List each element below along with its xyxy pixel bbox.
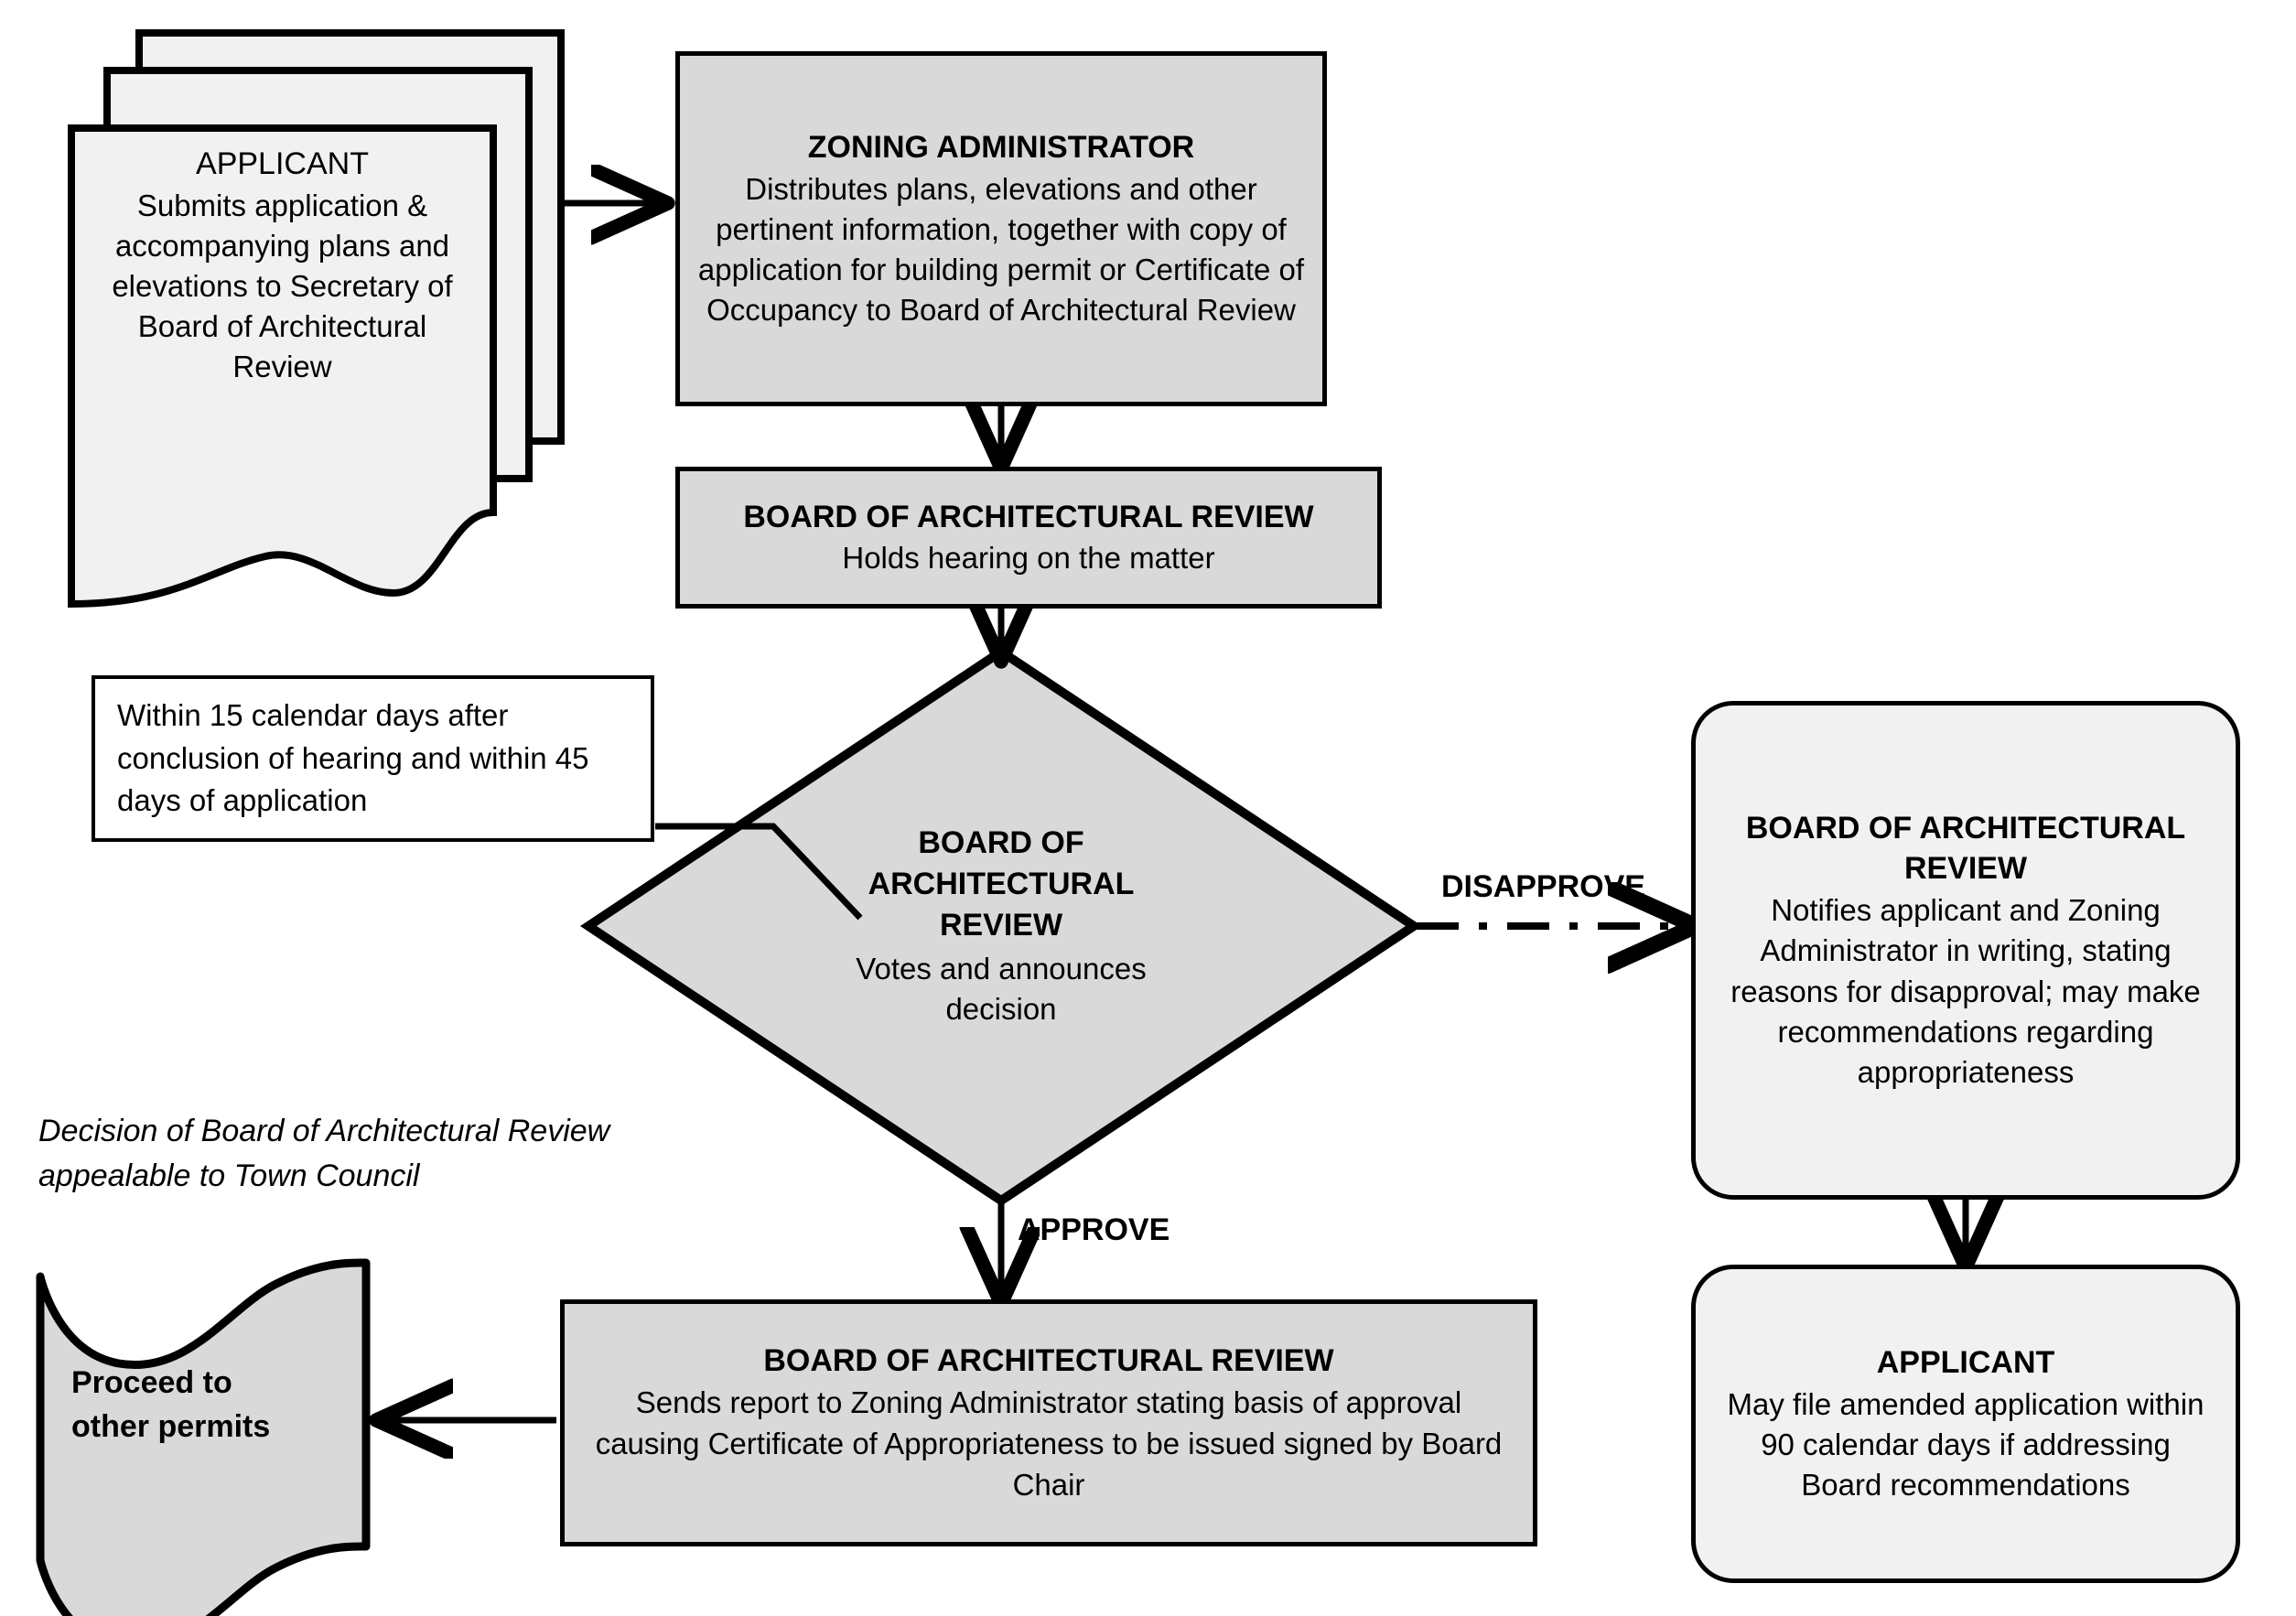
node-board-hearing-title: BOARD OF ARCHITECTURAL REVIEW	[743, 499, 1314, 534]
node-zoning-administrator[interactable]: ZONING ADMINISTRATOR Distributes plans, …	[675, 51, 1327, 406]
node-applicant-amend-body: May file amended application within 90 c…	[1727, 1386, 2204, 1503]
node-board-approve[interactable]: BOARD OF ARCHITECTURAL REVIEW Sends repo…	[560, 1299, 1537, 1546]
edge-label-disapprove: DISAPPROVE	[1441, 869, 1645, 904]
node-board-hearing-body: Holds hearing on the matter	[842, 541, 1215, 576]
node-applicant-submit-body: Submits application & accompanying plans…	[112, 189, 453, 383]
node-proceed-permits[interactable]: Proceed to other permits	[71, 1318, 318, 1492]
node-applicant-submit-title: APPLICANT	[196, 146, 369, 181]
node-zoning-administrator-body: Distributes plans, elevations and other …	[697, 172, 1305, 327]
node-appeal-note: Decision of Board of Architectural Revie…	[38, 1109, 752, 1200]
node-board-disapprove-title-line2: REVIEW	[1903, 850, 2028, 886]
node-board-disapprove-title-line1: BOARD OF ARCHITECTURAL	[1745, 810, 2186, 846]
node-board-decision-title-line3: REVIEW	[939, 907, 1063, 943]
node-board-decision-body: Votes and announces decision	[856, 952, 1147, 1027]
node-board-disapprove-body: Notifies applicant and Zoning Administra…	[1730, 893, 2201, 1090]
node-applicant-amend[interactable]: APPLICANT May file amended application w…	[1691, 1265, 2240, 1583]
node-board-approve-body: Sends report to Zoning Administrator sta…	[595, 1384, 1503, 1502]
node-board-decision-title-line2: ARCHITECTURAL	[868, 866, 1135, 901]
node-appeal-note-line1: Decision of Board of Architectural Revie…	[38, 1114, 610, 1148]
node-timing-note-body: Within 15 calendar days after conclusion…	[117, 697, 589, 818]
node-appeal-note-line2: appealable to Town Council	[38, 1158, 420, 1194]
node-applicant-amend-title: APPLICANT	[1876, 1344, 2055, 1380]
node-zoning-administrator-title: ZONING ADMINISTRATOR	[807, 130, 1195, 166]
node-board-decision-title-line1: BOARD OF	[918, 824, 1084, 860]
node-proceed-permits-title: Proceed to other permits	[71, 1364, 271, 1444]
node-timing-note: Within 15 calendar days after conclusion…	[92, 675, 654, 842]
node-board-hearing[interactable]: BOARD OF ARCHITECTURAL REVIEW Holds hear…	[675, 467, 1382, 609]
node-board-disapprove[interactable]: BOARD OF ARCHITECTURAL REVIEW Notifies a…	[1691, 701, 2240, 1200]
node-board-approve-title: BOARD OF ARCHITECTURAL REVIEW	[763, 1342, 1334, 1378]
node-applicant-submit[interactable]: APPLICANT Submits application & accompan…	[88, 146, 477, 448]
edge-label-approve: APPROVE	[1018, 1212, 1170, 1247]
node-board-decision[interactable]: BOARD OF ARCHITECTURAL REVIEW Votes and …	[809, 780, 1193, 1072]
